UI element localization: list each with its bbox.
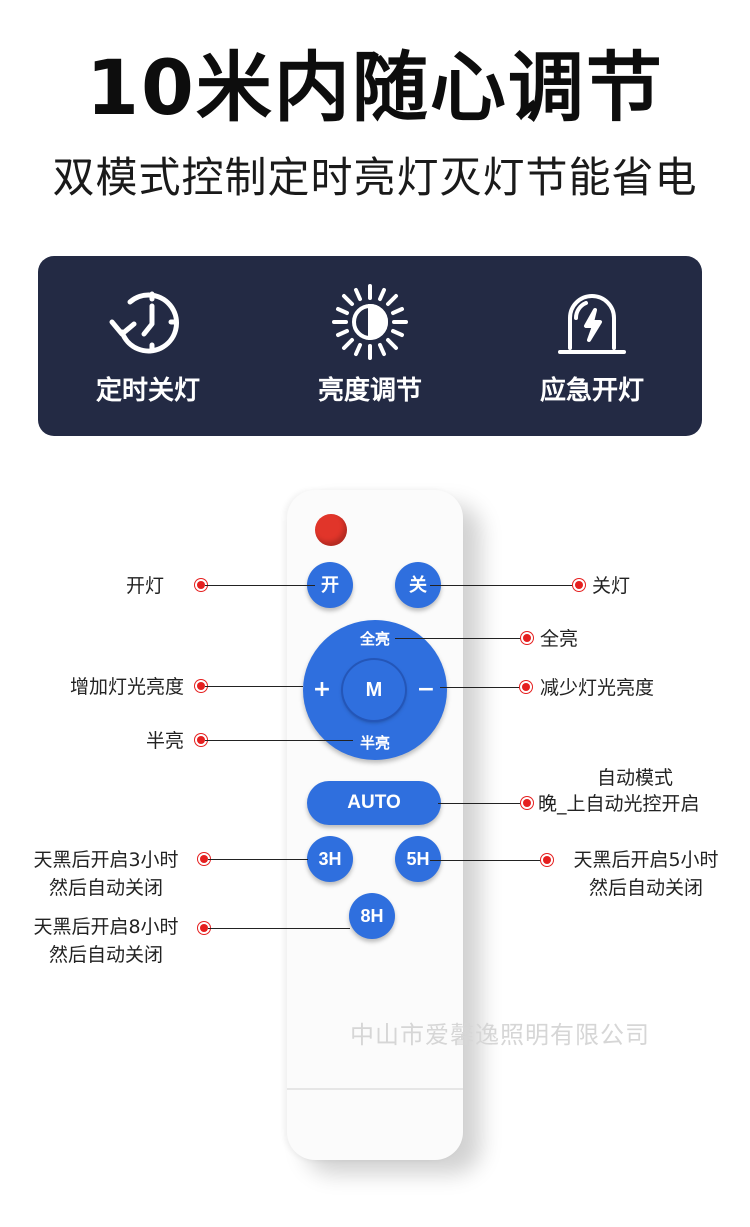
feature-emergency: 应急开灯	[482, 256, 702, 436]
watermark: 中山市爱馨逸照明有限公司	[350, 1021, 650, 1049]
callout-3h-line1: 天黑后开启3小时	[33, 849, 179, 871]
callout-line	[395, 638, 523, 639]
callout-dot	[200, 855, 208, 863]
half-bright-button[interactable]: 半亮	[359, 734, 390, 752]
callout-dot	[523, 799, 531, 807]
remote-seam	[287, 1088, 463, 1090]
full-bright-button[interactable]: 全亮	[359, 630, 390, 648]
timer-clock-icon	[109, 291, 180, 354]
brightness-sun-icon	[332, 284, 408, 360]
callout-line	[205, 585, 315, 586]
callout-3h-line2: 然后自动关闭	[48, 877, 163, 899]
decrease-button[interactable]: −	[416, 677, 436, 702]
callout-full-bright: 全亮	[540, 628, 579, 650]
callout-5h-line1: 天黑后开启5小时	[573, 849, 719, 871]
emergency-light-icon	[558, 294, 626, 354]
callout-line	[440, 687, 522, 688]
page-subtitle: 双模式控制定时亮灯灭灯节能省电	[52, 153, 698, 202]
power-button-icon[interactable]	[315, 514, 347, 546]
callout-decrease: 减少灯光亮度	[540, 677, 655, 699]
callout-on-light: 开灯	[125, 575, 164, 597]
callout-dot	[200, 924, 208, 932]
timer-5h-button[interactable]: 5H	[395, 836, 441, 882]
feature-label-timer: 定时关灯	[95, 376, 200, 406]
timer-3h-button[interactable]: 3H	[307, 836, 353, 882]
callout-line	[205, 740, 353, 741]
callout-line	[208, 859, 308, 860]
callout-increase: 增加灯光亮度	[69, 676, 184, 698]
feature-brightness: 亮度调节	[260, 256, 480, 436]
callout-auto-desc: 晚_上自动光控开启	[538, 793, 700, 815]
callout-line	[438, 803, 523, 804]
callout-line	[430, 860, 543, 861]
callout-line	[205, 686, 303, 687]
callout-half-bright: 半亮	[145, 730, 184, 752]
callout-dot	[197, 682, 205, 690]
feature-label-brightness: 亮度调节	[317, 376, 422, 406]
callout-auto-title: 自动模式	[596, 767, 673, 789]
callout-dot	[575, 581, 583, 589]
auto-button[interactable]: AUTO	[307, 781, 441, 825]
callout-dot	[522, 683, 530, 691]
callout-8h-line2: 然后自动关闭	[48, 944, 163, 966]
callout-dot	[197, 736, 205, 744]
feature-label-emergency: 应急开灯	[539, 376, 644, 406]
timer-8h-button[interactable]: 8H	[349, 893, 395, 939]
callout-8h-line1: 天黑后开启8小时	[33, 916, 179, 938]
feature-panel: 定时关灯 亮度调节 应急开灯	[38, 256, 702, 436]
callout-dot	[543, 856, 551, 864]
callout-dot	[197, 581, 205, 589]
callout-line	[208, 928, 350, 929]
callout-5h-line2: 然后自动关闭	[588, 877, 703, 899]
page-title: 10米内随心调节	[86, 43, 664, 132]
callout-dot	[523, 634, 531, 642]
increase-button[interactable]: +	[312, 677, 332, 702]
callout-line	[430, 585, 575, 586]
feature-timer: 定时关灯	[38, 256, 258, 436]
mode-button[interactable]: M	[343, 660, 405, 720]
callout-off-light: 关灯	[592, 575, 631, 597]
